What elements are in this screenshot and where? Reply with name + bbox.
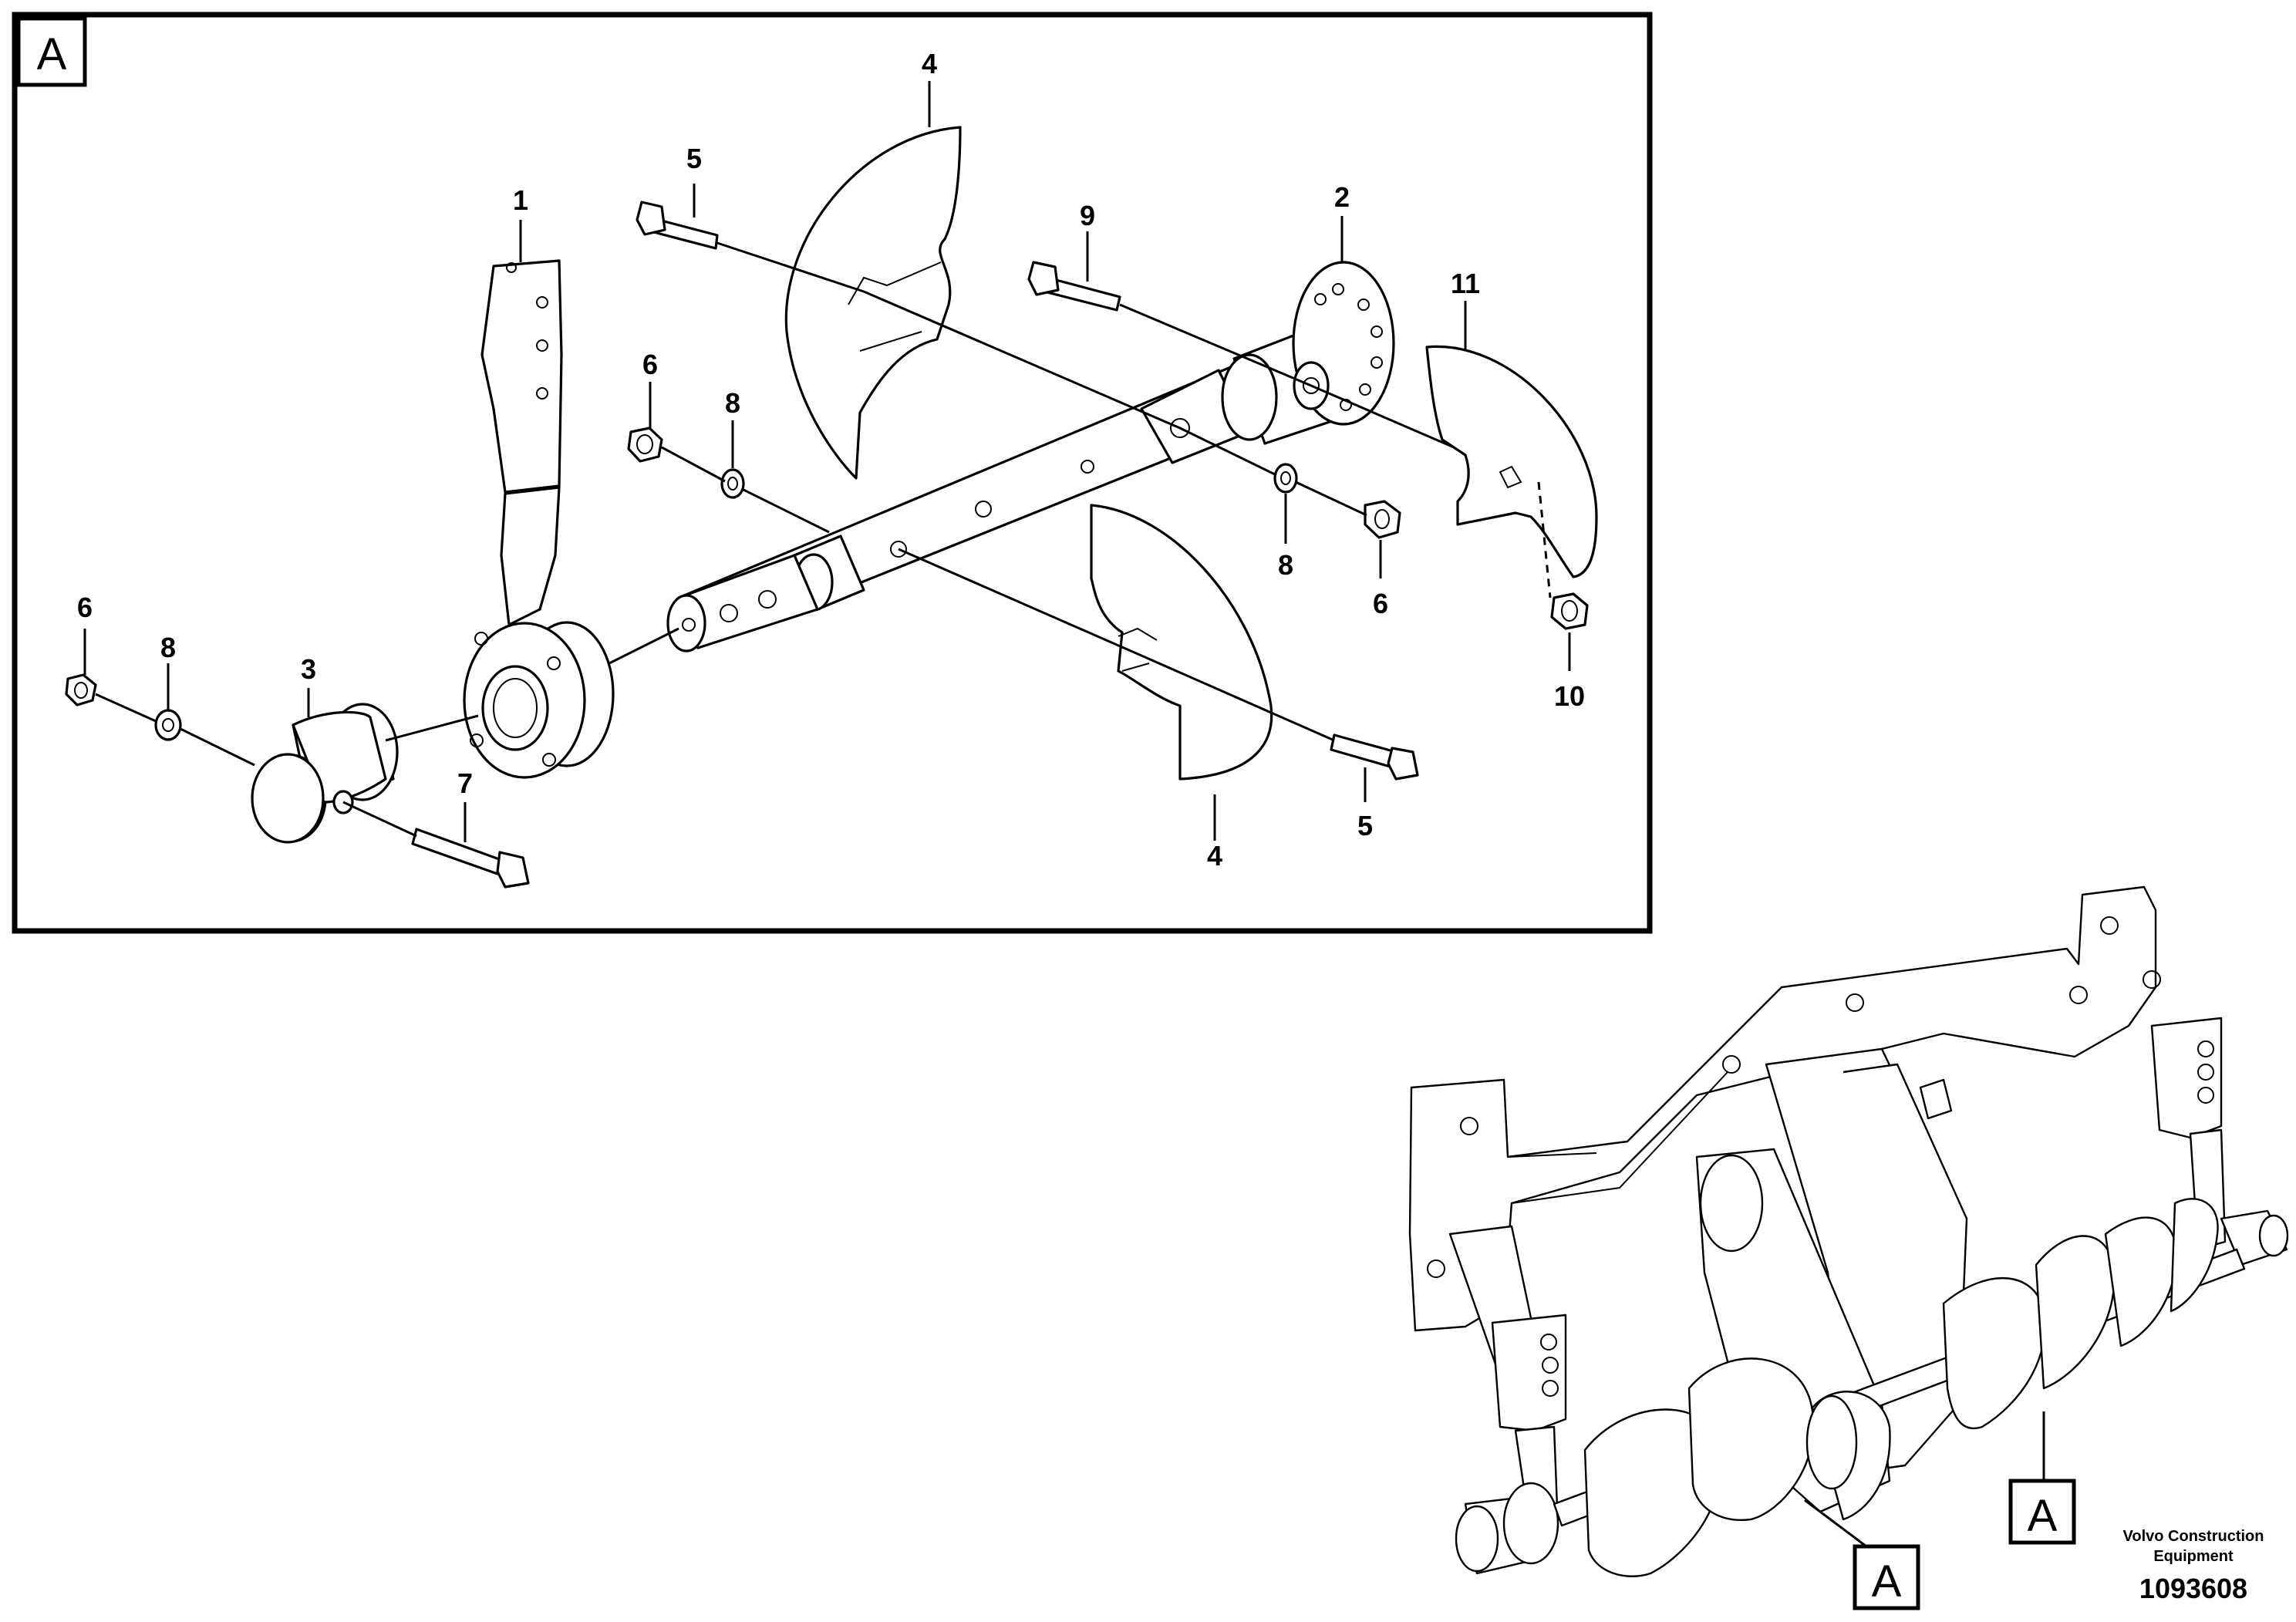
overview-tag-right: A (2028, 1491, 2058, 1541)
washer-upper-left (720, 468, 745, 499)
callout-8-right: 8 (1278, 549, 1293, 581)
callout-9: 9 (1080, 200, 1095, 231)
flight-upper (784, 126, 962, 480)
bolt-lower (1330, 733, 1419, 781)
company-name-line2: Equipment (2153, 1548, 2234, 1565)
overview-assembly (1408, 885, 2289, 1577)
callout-6-left: 6 (77, 592, 93, 623)
nut-left (65, 673, 97, 706)
nut-right (1364, 500, 1401, 539)
bolt-9 (1027, 261, 1121, 312)
overview-tags: A A (1804, 1411, 2076, 1610)
company-name-line1: Volvo Construction (2123, 1528, 2264, 1545)
callout-11: 11 (1451, 268, 1480, 299)
washer-right (1273, 463, 1298, 494)
callout-1: 1 (513, 184, 528, 216)
callout-5-top: 5 (686, 143, 702, 174)
bolt-upper (636, 201, 719, 250)
callout-7: 7 (457, 767, 473, 799)
shaft (666, 361, 1266, 653)
callouts: 1 2 3 4 4 5 5 6 6 6 7 8 8 8 9 10 11 (77, 48, 1585, 872)
assembly-lines (95, 241, 1552, 838)
nut-upper-left (627, 427, 663, 463)
overview-tag-left: A (1872, 1556, 1902, 1607)
callout-6-right: 6 (1373, 588, 1388, 619)
callout-8-left: 8 (160, 632, 176, 663)
callout-2: 2 (1334, 181, 1350, 213)
callout-4-bottom: 4 (1207, 840, 1222, 872)
nut-10 (1550, 592, 1589, 630)
detail-frame (12, 12, 1653, 934)
leader-lines (83, 81, 1571, 842)
callout-6-upper: 6 (642, 349, 658, 380)
hub-flange (1221, 261, 1395, 445)
callout-8-upper: 8 (725, 387, 740, 419)
bolt-7 (411, 828, 530, 889)
footer: Volvo Construction Equipment 1093608 (2123, 1528, 2264, 1604)
callout-10: 10 (1554, 680, 1585, 712)
flight-lower (1090, 504, 1273, 781)
callout-4-top: 4 (922, 48, 937, 79)
drawing-number: 1093608 (2139, 1573, 2247, 1604)
washer-left (154, 709, 182, 741)
detail-tag-box: A (16, 16, 87, 87)
callout-3: 3 (301, 653, 316, 685)
flight-end (1425, 345, 1598, 578)
callout-5-bottom: 5 (1357, 810, 1373, 841)
stub-cylinder (251, 703, 399, 844)
detail-tag-label: A (37, 29, 67, 79)
bearing-arm (463, 259, 615, 779)
